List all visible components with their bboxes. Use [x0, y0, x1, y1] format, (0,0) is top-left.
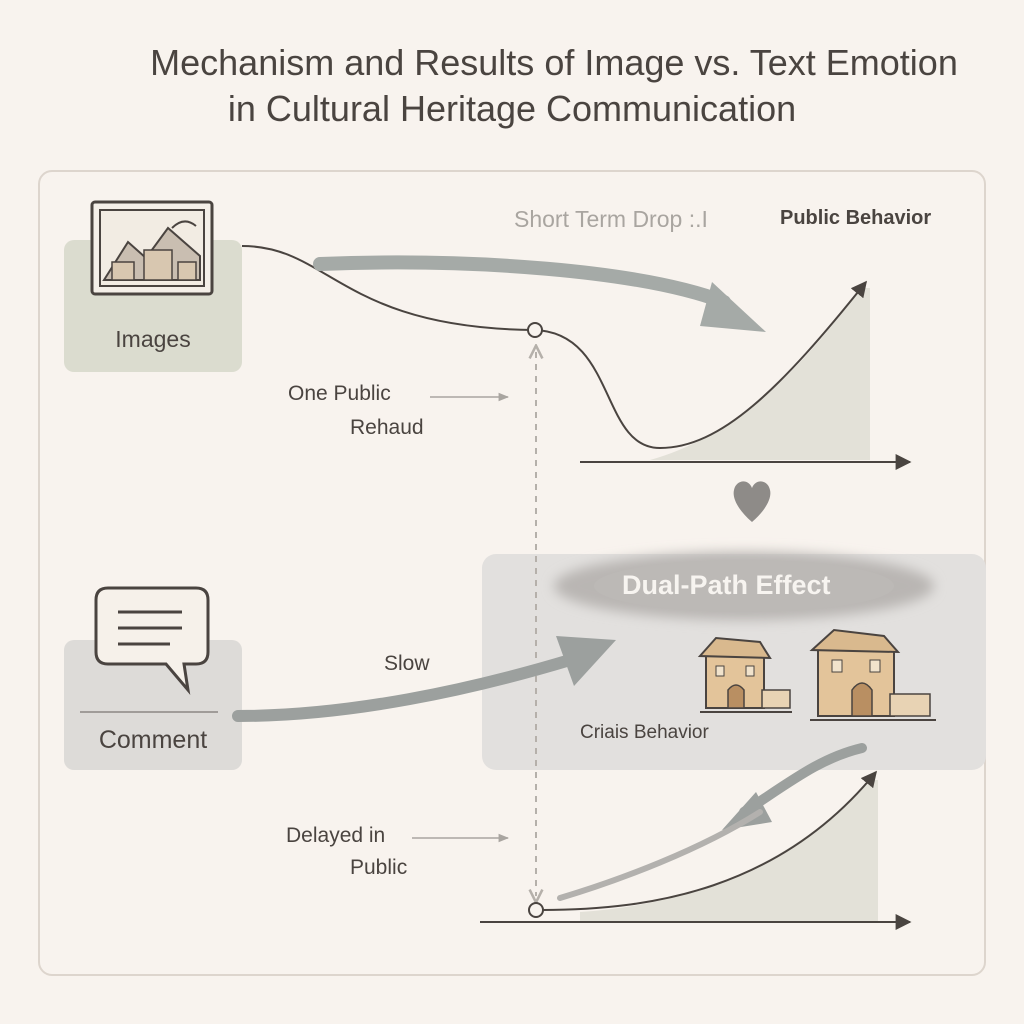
- slow-label: Slow: [384, 652, 430, 675]
- rebound-label: Rehaud: [350, 416, 424, 439]
- dual-path-effect-label: Dual-Path Effect: [622, 570, 831, 600]
- crisis-return-tail: [557, 809, 763, 901]
- public-behavior-area: [650, 288, 870, 460]
- dual-path-cloud-core: [594, 560, 894, 612]
- short-term-drop-arrow: [313, 255, 731, 309]
- crisis-behavior-label: Criais Behavior: [580, 722, 709, 743]
- title-line-2: in Cultural Heritage Communication: [227, 88, 797, 129]
- public-label: Public: [350, 856, 408, 879]
- images-label: Images: [115, 326, 191, 352]
- short-term-drop-label: Short Term Drop :.I: [514, 206, 708, 232]
- crisis-return-arrowhead: [722, 792, 772, 830]
- images-path-curve: [241, 245, 867, 450]
- title-line-1: Mechanism and Results of Image vs. Text …: [150, 42, 958, 83]
- short-term-drop-arrowhead: [700, 282, 766, 332]
- heritage-building-icon: [697, 636, 792, 713]
- comment-label: Comment: [98, 726, 208, 754]
- delayed-in-label: Delayed in: [286, 824, 386, 847]
- speech-bubble-icon: [94, 586, 210, 696]
- slow-arrow: [232, 654, 576, 722]
- delayed-public-area: [580, 780, 878, 922]
- one-public-label: One Public: [288, 382, 391, 405]
- images-path-node: [527, 322, 543, 338]
- heritage-building-icon: [809, 628, 936, 721]
- slow-arrowhead: [556, 636, 616, 686]
- landscape-photo-icon: [90, 200, 214, 296]
- delayed-public-node: [528, 902, 544, 918]
- delayed-public-curve: [541, 770, 878, 911]
- crisis-return-arrow: [739, 743, 867, 817]
- public-behavior-label: Public Behavior: [780, 207, 932, 229]
- heart-icon: [733, 481, 771, 522]
- diagram-title: Mechanism and Results of Image vs. Text …: [0, 40, 1024, 132]
